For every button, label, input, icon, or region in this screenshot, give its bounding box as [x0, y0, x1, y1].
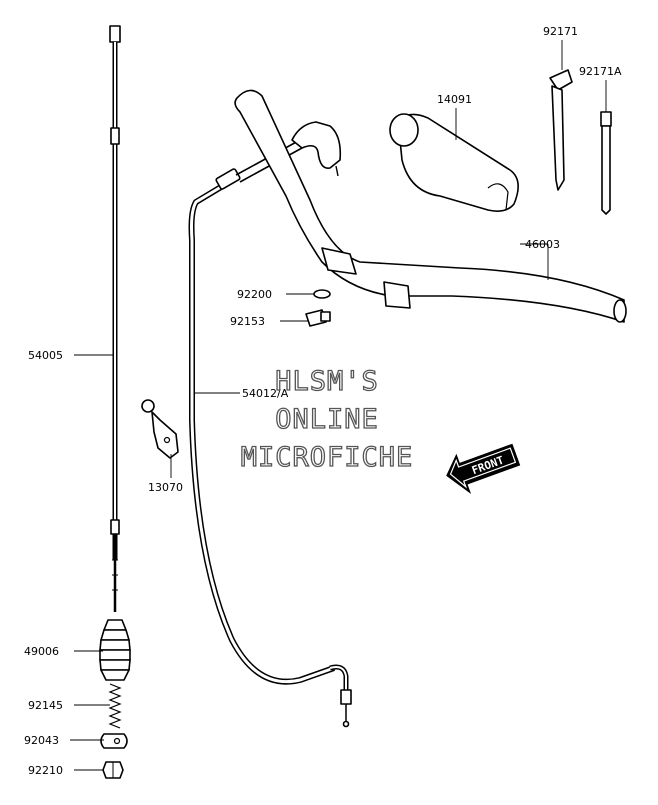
bracket-13070 — [141, 399, 179, 459]
dust-boot-49006 — [99, 619, 131, 681]
callout-labels: 92171 92171A 14091 46003 92200 92153 540… — [24, 25, 622, 777]
callout-92171: 92171 — [543, 25, 578, 38]
spring-92145 — [108, 683, 122, 729]
callout-13070: 13070 — [148, 481, 183, 494]
long-cable-54005 — [109, 25, 121, 612]
callout-49006: 49006 — [24, 645, 59, 658]
leader-lines — [70, 40, 607, 771]
callout-54012A: 54012/A — [242, 387, 289, 400]
callout-92171A: 92171A — [579, 65, 622, 78]
handlebar-46003 — [234, 89, 627, 323]
watermark-line-2: ONLINE — [275, 404, 379, 435]
grip-cover-14091 — [389, 113, 519, 212]
band-92171 — [549, 69, 573, 191]
nut-92210 — [102, 761, 124, 779]
callout-92145: 92145 — [28, 699, 63, 712]
callout-54005: 54005 — [28, 349, 63, 362]
watermark-line-3: MICROFICHE — [241, 442, 414, 473]
front-arrow-icon: FRONT — [446, 443, 521, 495]
throttle-housing — [291, 121, 342, 177]
callout-92200: 92200 — [237, 288, 272, 301]
callout-92043: 92043 — [24, 734, 59, 747]
bolt-92153 — [305, 309, 331, 327]
watermark: HLSM'S ONLINE MICROFICHE — [240, 365, 414, 473]
callout-92153: 92153 — [230, 315, 265, 328]
callout-46003: 46003 — [525, 238, 560, 251]
callout-14091: 14091 — [437, 93, 472, 106]
adjuster-92043 — [100, 733, 128, 749]
band-92171A — [600, 111, 612, 215]
watermark-line-1: HLSM'S — [275, 366, 379, 397]
callout-92210: 92210 — [28, 764, 63, 777]
throttle-cable-54012A — [188, 139, 352, 728]
collar-92200 — [313, 289, 331, 299]
